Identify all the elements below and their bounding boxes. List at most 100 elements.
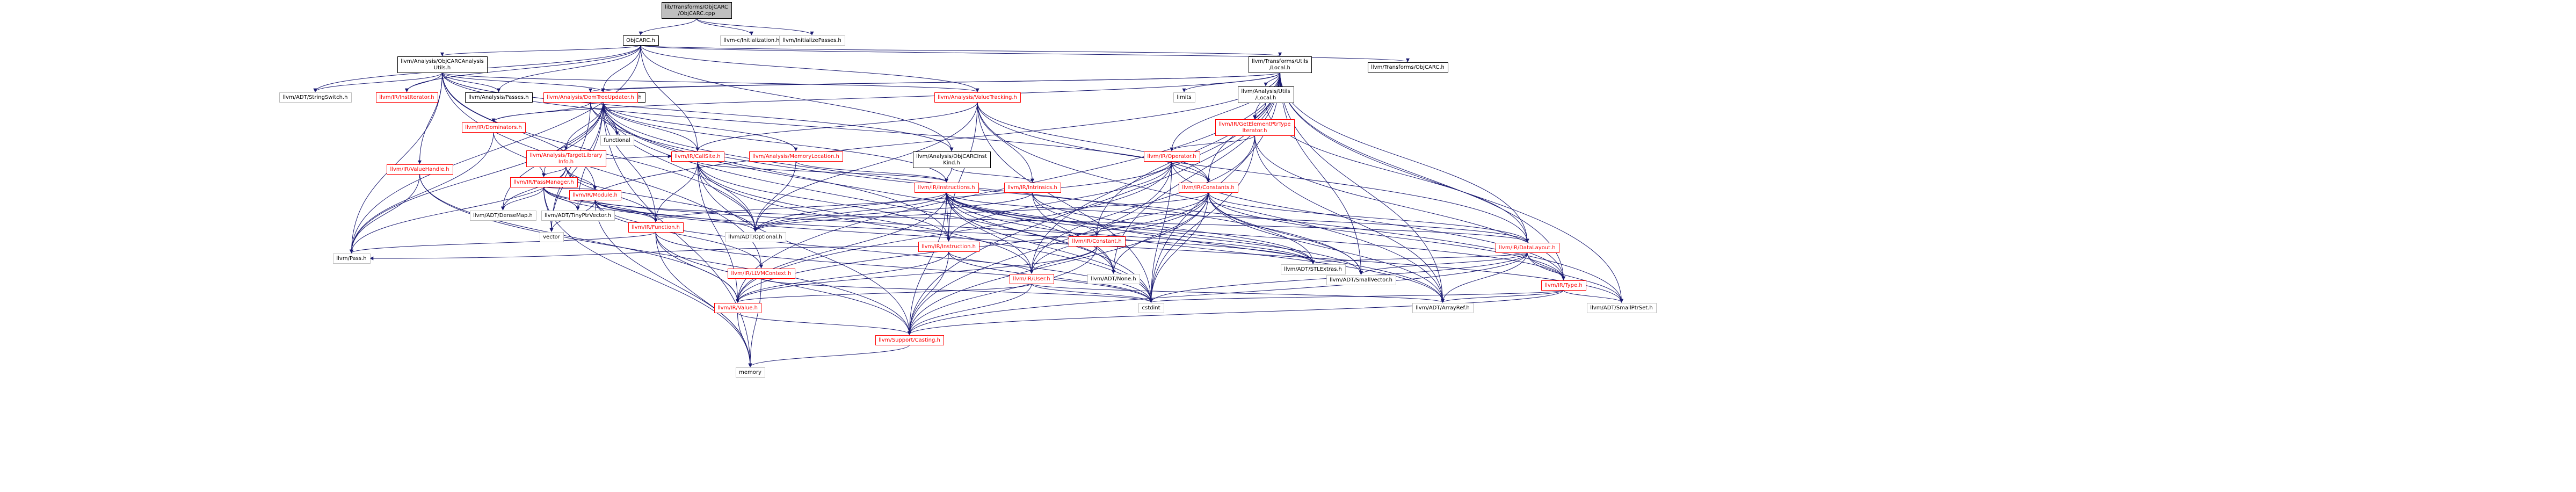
node-module[interactable]: llvm/IR/Module.h [569, 190, 621, 200]
edge-intrinsics-to-optional [753, 192, 1033, 232]
edge-arcutils-to-pass-h [350, 72, 442, 254]
edge-memloc-to-instructions [795, 161, 948, 183]
edge-aliasanalysis-to-targetlib [564, 102, 604, 150]
node-label: functional [604, 138, 630, 143]
edge-targetlib-to-callsite [605, 154, 672, 159]
node-llvmcontext[interactable]: llvm/IR/LLVMContext.h [728, 269, 795, 279]
node-label: llvm/Analysis/ValueTracking.h [938, 95, 1017, 100]
node-institer[interactable]: llvm/IR/InstIterator.h [376, 92, 438, 103]
node-stlextras[interactable]: llvm/ADT/STLExtras.h [1281, 264, 1346, 274]
edge-arcutils-to-arcinstkind [442, 72, 954, 151]
node-instruction[interactable]: llvm/IR/Instruction.h [918, 242, 979, 252]
node-limits[interactable]: limits [1173, 92, 1195, 103]
node-label: llvm/IR/ValueHandle.h [390, 167, 449, 172]
node-valuetracking[interactable]: llvm/Analysis/ValueTracking.h [934, 92, 1021, 103]
node-box [1087, 274, 1140, 284]
node-label: llvm/Analysis/ObjCARCInst [916, 154, 987, 160]
node-root: lib/Transforms/ObjCARC/ObjCARC.cpp [662, 2, 732, 19]
node-dominators[interactable]: llvm/IR/Dominators.h [462, 122, 526, 133]
node-box [915, 183, 979, 193]
node-function[interactable]: llvm/IR/Function.h [628, 222, 684, 233]
node-casting[interactable]: llvm/Support/Casting.h [875, 335, 944, 345]
node-cstdint[interactable]: cstdint [1138, 303, 1164, 313]
node-objcarc-h[interactable]: ObjCARC.h [623, 35, 659, 46]
edge-value-to-memory [737, 312, 752, 367]
node-box [1541, 280, 1586, 291]
node-domtreeupd[interactable]: llvm/Analysis/DomTreeUpdater.h [543, 92, 638, 103]
node-box [623, 35, 659, 46]
node-label: llvm/IR/Function.h [632, 225, 680, 230]
node-box [526, 150, 606, 167]
node-passmanager[interactable]: llvm/IR/PassManager.h [510, 177, 578, 187]
edge-arcutils-to-passes-h [442, 72, 500, 92]
node-label: vector [543, 234, 561, 240]
node-constants[interactable]: llvm/IR/Constants.h [1179, 183, 1238, 193]
node-optional[interactable]: llvm/ADT/Optional.h [725, 232, 786, 242]
edge-intrinsics-to-arrayref [1032, 192, 1445, 303]
node-initpasses[interactable]: llvm/InitializePasses.h [779, 35, 845, 46]
edge-getelemptr-to-type [1254, 135, 1565, 280]
edge-constants-to-optional [753, 192, 1209, 232]
node-tobjcarc[interactable]: llvm/Transforms/ObjCARC.h [1368, 62, 1448, 73]
node-smallvector[interactable]: llvm/ADT/SmallVector.h [1326, 275, 1396, 285]
node-label: llvm/IR/PassManager.h [513, 179, 574, 185]
node-intrinsics[interactable]: llvm/IR/Intrinsics.h [1004, 183, 1061, 193]
edge-objcarc-h-to-aliasanalysis [601, 45, 641, 92]
edge-localh-to-type [1280, 72, 1565, 280]
node-label: llvm/ADT/SmallVector.h [1330, 277, 1392, 283]
edge-callsite-to-value [697, 161, 739, 303]
node-stringswitch[interactable]: llvm/ADT/StringSwitch.h [279, 92, 352, 103]
node-box [387, 164, 453, 175]
edge-objcarc-h-to-passes-h [497, 45, 641, 92]
node-callsite[interactable]: llvm/IR/CallSite.h [671, 151, 724, 162]
edge-localh-to-smallvector [1280, 72, 1363, 275]
edge-constants-to-datalayout [1208, 192, 1529, 243]
node-localh[interactable]: llvm/Transforms/Utils/Local.h [1249, 56, 1312, 73]
node-arrayref[interactable]: llvm/ADT/ArrayRef.h [1412, 303, 1474, 313]
node-label: llvm/IR/CallSite.h [674, 154, 720, 160]
edge-type-to-smallptrset [1563, 290, 1623, 303]
node-functional[interactable]: functional [600, 135, 634, 146]
node-type[interactable]: llvm/IR/Type.h [1541, 280, 1586, 291]
node-tinyptr[interactable]: llvm/ADT/TinyPtrVector.h [541, 211, 615, 221]
node-memory[interactable]: memory [736, 367, 765, 378]
node-memloc[interactable]: llvm/Analysis/MemoryLocation.h [749, 151, 843, 162]
node-operator[interactable]: llvm/IR/Operator.h [1144, 151, 1200, 162]
node-pass-h[interactable]: llvm/Pass.h [333, 254, 371, 264]
node-none[interactable]: llvm/ADT/None.h [1087, 274, 1140, 284]
edge-constant-to-value [736, 245, 1097, 303]
node-smallptrset[interactable]: llvm/ADT/SmallPtrSet.h [1587, 303, 1657, 313]
node-user[interactable]: llvm/IR/User.h [1010, 274, 1054, 284]
node-box [510, 177, 578, 187]
node-init-c[interactable]: llvm-c/Initialization.h [720, 35, 783, 46]
edge-localh-to-casting [908, 72, 1280, 335]
node-utilslocal[interactable]: llvm/Analysis/Utils/Local.h [1238, 86, 1294, 103]
node-densemap[interactable]: llvm/ADT/DenseMap.h [470, 211, 536, 221]
node-box [913, 151, 991, 168]
node-vector[interactable]: vector [540, 232, 564, 242]
node-constant[interactable]: llvm/IR/Constant.h [1069, 236, 1126, 247]
edge-objcarc-h-to-localh [640, 45, 1282, 56]
edge-datalayout-to-type [1527, 252, 1565, 280]
node-label: llvm/IR/Dominators.h [465, 125, 522, 131]
node-label: llvm/IR/User.h [1013, 276, 1050, 282]
edge-valuetracking-to-arrayref [977, 102, 1445, 303]
node-box [749, 151, 843, 162]
node-valuehandle[interactable]: llvm/IR/ValueHandle.h [387, 164, 453, 175]
node-instructions[interactable]: llvm/IR/Instructions.h [915, 183, 979, 193]
edge-operator-to-optional [753, 161, 1172, 232]
node-label: cstdint [1142, 305, 1160, 311]
edge-instructions-to-user [946, 192, 1034, 274]
node-value[interactable]: llvm/IR/Value.h [714, 303, 761, 313]
node-passes-h[interactable]: llvm/Analysis/Passes.h [465, 92, 533, 103]
node-box [540, 232, 564, 242]
edge-root-to-init-c [696, 18, 753, 35]
edge-instructions-to-none [946, 192, 1115, 274]
node-datalayout[interactable]: llvm/IR/DataLayout.h [1496, 243, 1559, 253]
node-label: llvm/Analysis/MemoryLocation.h [752, 154, 839, 160]
